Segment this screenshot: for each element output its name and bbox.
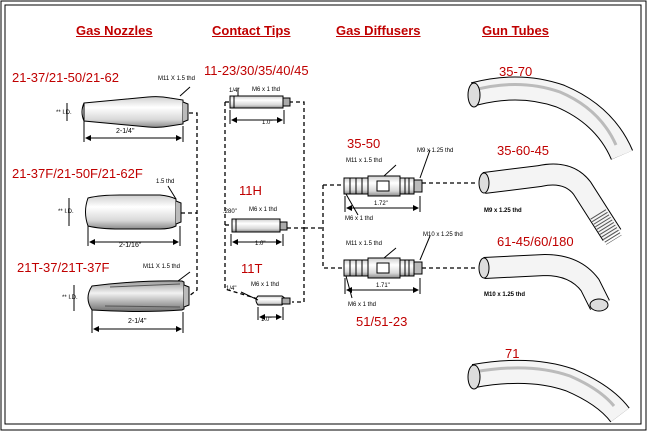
part-diffuser-2: 51/51-23 <box>356 314 408 329</box>
diffuser-2-length: 1.71" <box>376 283 390 289</box>
tube-2-drawing: M9 x 1.25 thd <box>478 163 622 245</box>
diffuser-1-thread-a: M11 x 1.5 thd <box>346 158 382 164</box>
border-inner <box>4 4 642 425</box>
tip-1-diameter: 1/4" <box>229 88 239 94</box>
tip-3-drawing: 1/4" M6 x 1 thd 1.0" <box>226 282 291 323</box>
tip-1-drawing: 1/4" M6 x 1 thd 1.0" <box>229 87 291 126</box>
header-gas-nozzles: Gas Nozzles <box>76 23 153 38</box>
tube-1-drawing <box>467 76 634 161</box>
diffuser-2-thread-a: M11 x 1.5 thd <box>346 241 382 247</box>
part-nozzle-3: 21T-37/21T-37F <box>17 260 110 275</box>
nozzle-3-id: ** I.D. <box>62 295 78 301</box>
part-diffuser-1: 35-50 <box>347 136 381 151</box>
tip-2-drawing: .280" M6 x 1 thd 1.0" <box>223 207 288 247</box>
part-tip-2: 11H <box>239 183 262 198</box>
connector-lines <box>181 101 478 303</box>
diffuser-2-thread-b: M10 x 1.25 thd <box>423 232 463 238</box>
nozzle-3-drawing: 2-1/4" ** I.D. M11 X 1.5 thd <box>62 264 191 333</box>
tip-1-thread: M6 x 1 thd <box>252 87 280 93</box>
part-tube-4: 71 <box>505 346 520 361</box>
tip-3-length: 1.0" <box>261 317 271 323</box>
header-gas-diffusers: Gas Diffusers <box>336 23 421 38</box>
nozzle-2-id: ** I.D. <box>58 209 74 215</box>
diffuser-2-thread-c: M6 x 1 thd <box>348 302 376 308</box>
nozzle-1-drawing: 2-1/4" ** I.D. M11 X 1.5 thd <box>56 76 195 142</box>
nozzle-1-id: ** I.D. <box>56 110 72 116</box>
nozzle-3-length: 2-1/4" <box>128 318 147 325</box>
diffuser-1-thread-c: M6 x 1 thd <box>345 216 373 222</box>
nozzle-2-drawing: 2-1/16" ** I.D. 1.5 thd <box>58 179 182 249</box>
tube-4-drawing <box>467 359 630 423</box>
tip-2-thread: M6 x 1 thd <box>249 207 277 213</box>
part-nozzle-2: 21-37F/21-50F/21-62F <box>12 166 143 181</box>
part-tip-3: 11T <box>241 261 263 276</box>
tip-1-length: 1.0" <box>262 120 272 126</box>
nozzle-2-thread: 1.5 thd <box>156 179 174 185</box>
nozzle-1-thread: M11 X 1.5 thd <box>158 76 195 82</box>
diffuser-1-drawing: M11 x 1.5 thd M9 x 1.25 thd M6 x 1 thd 1… <box>343 148 453 222</box>
part-tube-3: 61-45/60/180 <box>497 234 574 249</box>
tip-2-length: 1.0" <box>255 241 265 247</box>
tube-2-thread: M9 x 1.25 thd <box>484 208 522 214</box>
nozzle-1-length: 2-1/4" <box>116 128 135 135</box>
tube-3-drawing: M10 x 1.25 thd <box>478 253 610 312</box>
header-gun-tubes: Gun Tubes <box>482 23 549 38</box>
tip-3-diameter: 1/4" <box>226 286 236 292</box>
header-contact-tips: Contact Tips <box>212 23 291 38</box>
tip-2-diameter: .280" <box>223 209 237 215</box>
part-tube-2: 35-60-45 <box>497 143 550 158</box>
tube-3-thread: M10 x 1.25 thd <box>484 292 525 298</box>
diffuser-1-length: 1.72" <box>374 201 388 207</box>
tip-3-thread: M6 x 1 thd <box>251 282 279 288</box>
part-tube-1: 35-70 <box>499 64 533 79</box>
diffuser-1-thread-b: M9 x 1.25 thd <box>417 148 453 154</box>
nozzle-3-thread: M11 X 1.5 thd <box>143 264 180 270</box>
nozzle-2-length: 2-1/16" <box>119 242 142 249</box>
part-tip-1: 11-23/30/35/40/45 <box>204 63 309 78</box>
part-nozzle-1: 21-37/21-50/21-62 <box>12 70 119 85</box>
diffuser-2-drawing: M11 x 1.5 thd M10 x 1.25 thd M6 x 1 thd … <box>343 232 463 308</box>
